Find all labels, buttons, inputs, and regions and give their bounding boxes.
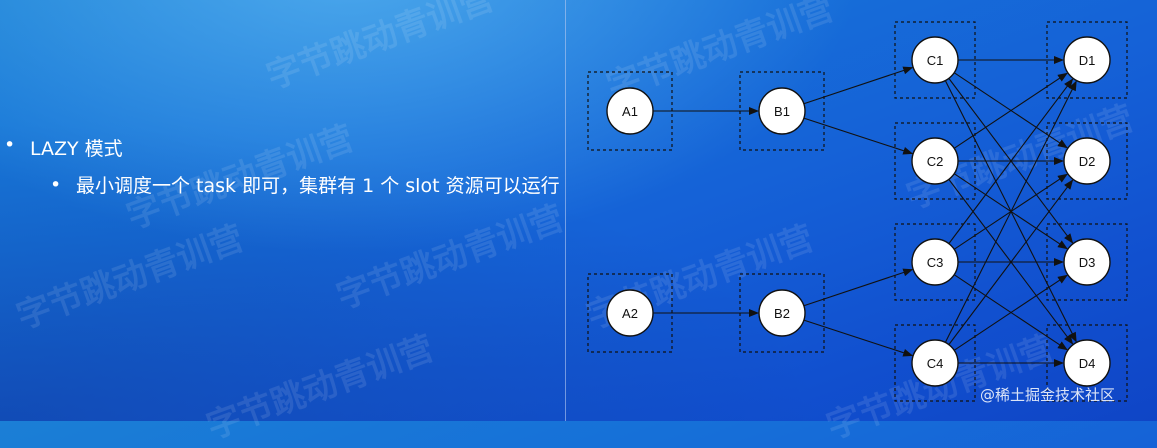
node-d1: D1 — [1063, 36, 1111, 84]
node-b1: B1 — [758, 87, 806, 135]
node-circle — [758, 289, 806, 337]
node-label: C1 — [927, 53, 944, 68]
edge-b1-c2 — [803, 117, 914, 155]
sub-bullet-text: 最小调度一个 task 即可，集群有 1 个 slot 资源可以运行 — [76, 175, 560, 197]
node-circle — [758, 87, 806, 135]
node-circle — [911, 36, 959, 84]
node-c1: C1 — [911, 36, 959, 84]
node-a2: A2 — [606, 289, 654, 337]
node-circle — [1063, 36, 1111, 84]
edge-b2-c4 — [803, 319, 914, 357]
watermark: 字节跳动青训营 — [261, 0, 499, 98]
edge-c4-d1 — [944, 80, 1077, 343]
node-circle — [911, 137, 959, 185]
node-c3: C3 — [911, 238, 959, 286]
edge-b1-c1 — [803, 66, 914, 105]
edge-c4-d3 — [953, 274, 1068, 351]
node-circle — [911, 339, 959, 387]
bullet-dot: • — [50, 174, 62, 196]
watermark: 字节跳动青训营 — [331, 198, 569, 318]
credit-watermark: @稀土掘金技术社区 — [980, 386, 1116, 404]
edge-c4-d2 — [948, 179, 1074, 345]
node-c4: C4 — [911, 339, 959, 387]
node-circle — [1063, 238, 1111, 286]
node-a1: A1 — [606, 87, 654, 135]
watermark: 字节跳动青训营 — [11, 218, 249, 338]
node-label: C2 — [927, 154, 944, 169]
node-b2: B2 — [758, 289, 806, 337]
watermark: 字节跳动青训营 — [201, 328, 439, 448]
node-label: C3 — [927, 255, 944, 270]
node-d2: D2 — [1063, 137, 1111, 185]
node-d3: D3 — [1063, 238, 1111, 286]
node-label: D3 — [1079, 255, 1096, 270]
node-label: D2 — [1079, 154, 1096, 169]
node-label: D4 — [1079, 356, 1096, 371]
node-circle — [606, 289, 654, 337]
bullet-dot: • — [4, 134, 16, 156]
node-c2: C2 — [911, 137, 959, 185]
edge-c3-d1 — [948, 78, 1074, 244]
node-label: B1 — [774, 104, 790, 119]
node-circle — [1063, 137, 1111, 185]
node-circle — [1063, 339, 1111, 387]
node-label: C4 — [927, 356, 944, 371]
node-label: A1 — [622, 104, 638, 119]
node-label: A2 — [622, 306, 638, 321]
node-d4: D4 — [1063, 339, 1111, 387]
node-circle — [911, 238, 959, 286]
edge-b2-c3 — [803, 268, 914, 307]
node-label: D1 — [1079, 53, 1096, 68]
edge-c2-d1 — [953, 72, 1068, 149]
node-circle — [606, 87, 654, 135]
node-label: B2 — [774, 306, 790, 321]
bullet-text: LAZY 模式 — [30, 138, 123, 160]
